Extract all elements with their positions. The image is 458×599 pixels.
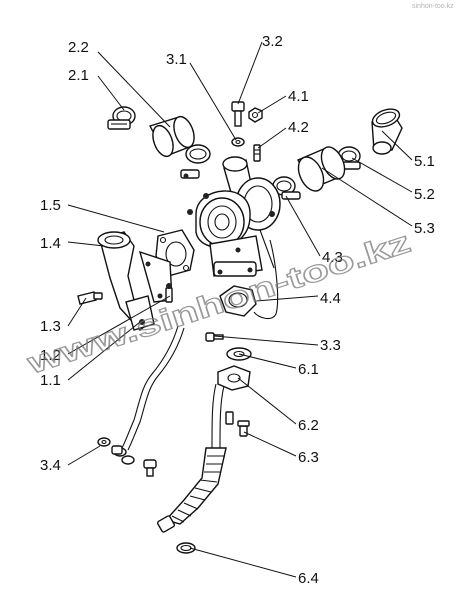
- label-6-1: 6.1: [298, 361, 319, 378]
- callout-labels: 2.2 2.1 3.1 3.2 4.1 4.2 5.1 5.2 5.3 1.5 …: [40, 33, 435, 587]
- part-1-2-stud: [165, 283, 173, 303]
- label-5-1: 5.1: [414, 153, 435, 170]
- label-5-3: 5.3: [414, 220, 435, 237]
- part-3-1-washer: [231, 137, 245, 147]
- part-3-2-bolt: [231, 101, 245, 127]
- label-6-2: 6.2: [298, 417, 319, 434]
- part-6-3-bolts: [225, 411, 250, 437]
- label-4-4: 4.4: [320, 290, 341, 307]
- hose-clamp-lower: [180, 144, 211, 179]
- leader-lines: [67, 41, 413, 578]
- corrugated-hose: [156, 447, 227, 533]
- label-6-4: 6.4: [298, 570, 319, 587]
- label-1-1: 1.1: [40, 372, 61, 389]
- part-3-3-bolt: [205, 332, 224, 342]
- label-3-4: 3.4: [40, 457, 61, 474]
- part-4-4-gasket: [219, 285, 257, 317]
- label-3-3: 3.3: [320, 337, 341, 354]
- label-4-3: 4.3: [322, 249, 343, 266]
- part-4-2-stud: [253, 144, 261, 162]
- part-2-2-hose: [148, 115, 195, 158]
- label-4-1: 4.1: [288, 88, 309, 105]
- oil-feed-line: [121, 325, 185, 451]
- label-2-1: 2.1: [68, 67, 89, 84]
- label-1-3: 1.3: [40, 318, 61, 335]
- turbocharger-assembly: [187, 156, 281, 277]
- corner-watermark: sinhon-too.kz: [412, 3, 454, 10]
- label-4-2: 4.2: [288, 119, 309, 136]
- label-1-4: 1.4: [40, 235, 61, 252]
- label-6-3: 6.3: [298, 449, 319, 466]
- label-1-2: 1.2: [40, 347, 61, 364]
- part-4-3-oil-line: [253, 239, 279, 320]
- label-2-2: 2.2: [68, 39, 89, 56]
- label-3-1: 3.1: [166, 51, 187, 68]
- label-3-2: 3.2: [262, 33, 283, 50]
- part-4-1-nut: [248, 107, 263, 123]
- part-2-1-hose-clamp: [107, 106, 136, 130]
- label-1-5: 1.5: [40, 197, 61, 214]
- part-3-4-washers-bolt: [97, 437, 157, 477]
- part-5-1-pipe: [371, 108, 403, 155]
- part-5-3-hose: [297, 146, 346, 192]
- part-6-4-o-ring: [176, 542, 196, 554]
- part-1-3-bolt: [77, 291, 103, 305]
- label-5-2: 5.2: [414, 186, 435, 203]
